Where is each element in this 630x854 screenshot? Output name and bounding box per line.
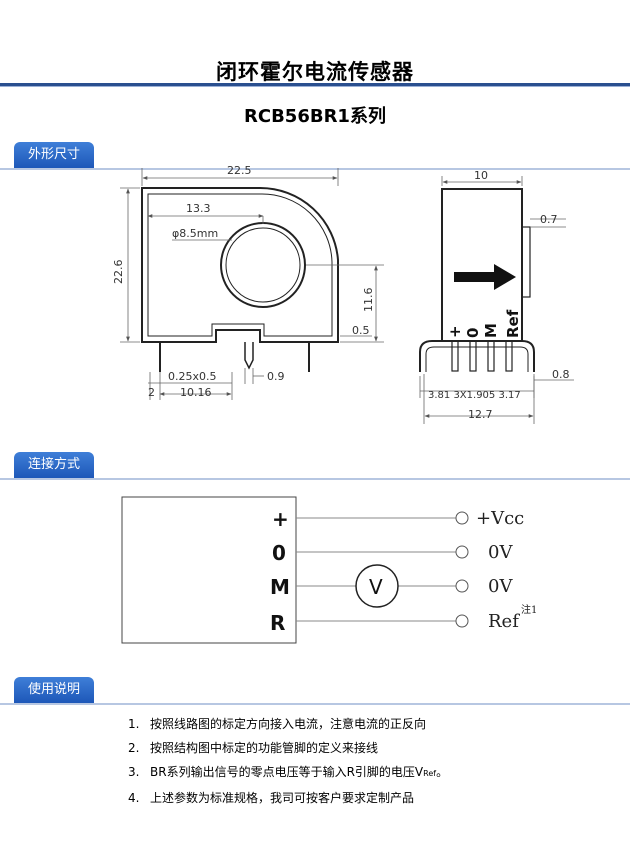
front-view-dimension-lines <box>120 168 384 400</box>
title-rule <box>0 83 630 86</box>
output-0v-1: 0V <box>488 542 513 563</box>
section-dimensions-line <box>0 168 630 170</box>
dim-hole-offset: 13.3 <box>186 202 211 215</box>
dim-left-margin: 2 <box>148 386 155 399</box>
connection-pins: + 0 M R <box>270 507 290 635</box>
pin-m: M <box>270 575 290 599</box>
side-pin-plus: + <box>446 325 464 338</box>
side-pin-ref: Ref <box>504 309 522 338</box>
dim-pin-spacing: 3.81 3X1.905 3.17 <box>428 390 521 401</box>
dim-pin-tail: 0.8 <box>552 368 570 381</box>
dim-side-length: 12.7 <box>468 408 493 421</box>
dim-width: 22.5 <box>227 164 252 177</box>
front-view-drawing <box>141 186 339 372</box>
sensor-box <box>121 496 297 644</box>
side-view-dimension-lines <box>419 176 574 424</box>
section-usage: 使用说明 <box>14 677 95 703</box>
pin-plus: + <box>272 507 289 531</box>
output-labels: +Vcc 0V 0V Ref 注1 <box>476 508 537 632</box>
voltmeter-icon: V <box>355 564 399 608</box>
terminal-vcc <box>455 511 469 525</box>
section-dimensions: 外形尺寸 <box>14 142 95 168</box>
side-view-dimensions: 10 0.7 3.81 3X1.905 3.17 12.7 0.8 <box>428 169 570 421</box>
section-connection: 连接方式 <box>14 452 95 478</box>
dim-base-offset: 0.5 <box>352 324 370 337</box>
output-0v-2: 0V <box>488 576 513 597</box>
dim-pin-span: 10.16 <box>180 386 212 399</box>
section-connection-line <box>0 478 630 480</box>
ref-note: 注1 <box>521 603 537 616</box>
dim-hole-height: 11.6 <box>362 288 375 313</box>
usage-item-4: 4.上述参数为标准规格，我司可按客户要求定制产品 <box>128 791 415 805</box>
output-vcc: +Vcc <box>476 508 524 529</box>
voltmeter-label: V <box>369 575 383 599</box>
dim-side-width: 10 <box>474 169 488 182</box>
terminal-circles <box>455 511 469 628</box>
side-pin-labels: + 0 M Ref <box>446 309 522 338</box>
page-title: 闭环霍尔电流传感器 <box>216 60 414 84</box>
usage-item-2: 2.按照结构图中标定的功能管脚的定义来接线 <box>128 741 379 755</box>
pin-zero: 0 <box>272 541 286 565</box>
usage-item-1: 1.按照线路图的标定方向接入电流，注意电流的正反向 <box>128 717 427 731</box>
dim-plate: 0.7 <box>540 213 558 226</box>
terminal-0v-1 <box>455 545 469 559</box>
direction-arrow-icon <box>454 264 516 290</box>
dim-pin-width: 0.9 <box>267 370 285 383</box>
dim-pin-pitch: 0.25x0.5 <box>168 370 217 383</box>
side-pin-zero: 0 <box>464 328 482 338</box>
usage-list: 1.按照线路图的标定方向接入电流，注意电流的正反向 2.按照结构图中标定的功能管… <box>128 712 448 810</box>
dim-hole-diameter: φ8.5mm <box>172 227 218 240</box>
output-ref: Ref <box>488 611 520 632</box>
side-view-drawing <box>419 188 535 372</box>
front-view-dimensions: 22.5 13.3 φ8.5mm 22.6 11.6 0.5 0.25x0.5 … <box>112 164 375 399</box>
connection-wires <box>296 517 456 622</box>
terminal-ref <box>455 614 469 628</box>
usage-item-3: 3.BR系列输出信号的零点电压等于输入R引脚的电压VRef。 <box>128 765 449 779</box>
title-rule-light <box>0 86 630 87</box>
dim-height: 22.6 <box>112 260 125 285</box>
page-subtitle: RCB56BR1系列 <box>244 106 386 127</box>
terminal-0v-2 <box>455 579 469 593</box>
side-pin-m: M <box>482 323 500 338</box>
section-usage-line <box>0 703 630 705</box>
pin-r: R <box>270 611 285 635</box>
